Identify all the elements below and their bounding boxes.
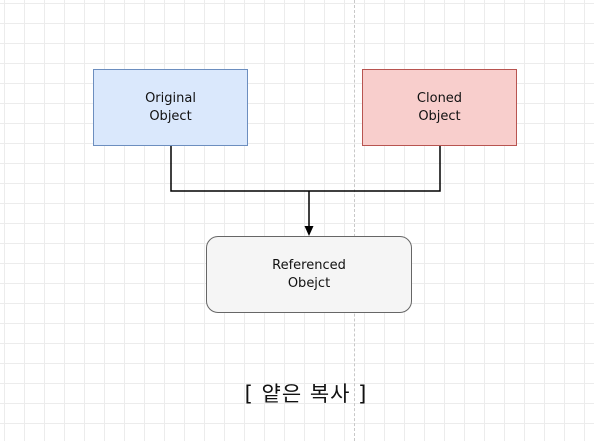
page-break-line (354, 0, 355, 441)
cloned-object-node[interactable]: Cloned Object (362, 69, 517, 146)
diagram-caption: [ 얕은 복사 ] (244, 382, 368, 406)
edge-original-to-referenced (170, 146, 309, 192)
referenced-object-label: Referenced Obejct (272, 257, 346, 291)
original-object-node[interactable]: Original Object (93, 69, 248, 146)
edge-cloned-to-referenced (309, 146, 441, 192)
arrowhead-icon (304, 226, 314, 236)
original-object-label: Original Object (145, 90, 196, 124)
cloned-object-label: Cloned Object (416, 90, 463, 124)
referenced-object-node[interactable]: Referenced Obejct (206, 236, 412, 313)
